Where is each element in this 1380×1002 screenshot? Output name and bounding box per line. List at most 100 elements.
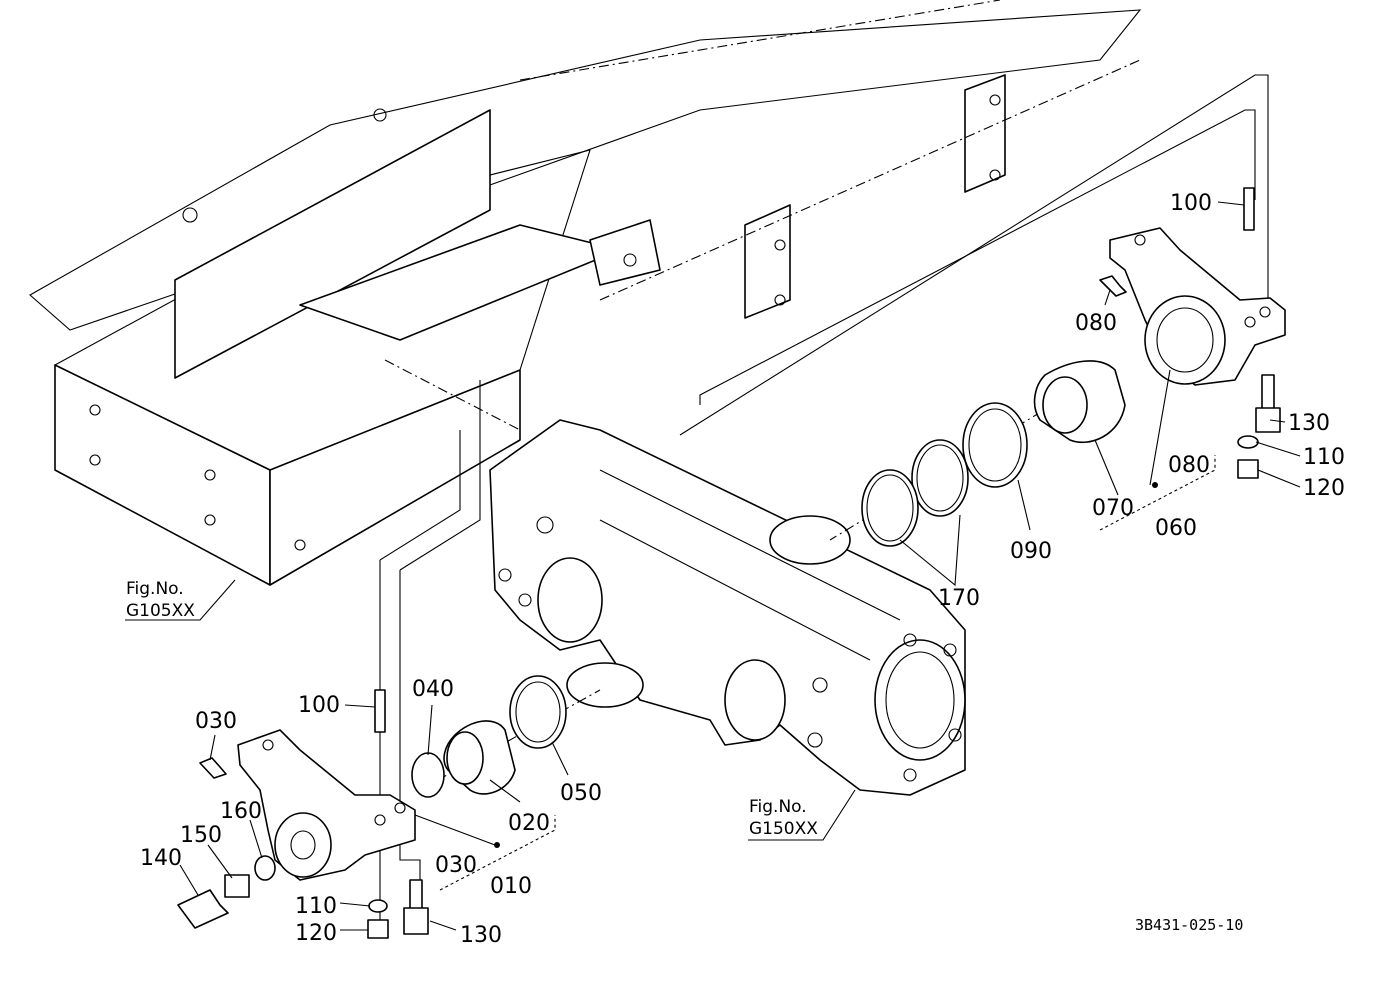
axle-housing-flange-hole <box>948 728 962 742</box>
leader-070 <box>1094 439 1119 496</box>
left-washer-110 <box>368 899 388 913</box>
frame-hole <box>989 94 1001 106</box>
left-plug-040 <box>411 752 445 798</box>
axle-housing-boss <box>536 516 554 534</box>
callout-160: 160 <box>220 799 262 824</box>
axle-housing-boss <box>807 732 823 748</box>
leader-150 <box>207 844 233 879</box>
leader-100-top <box>1217 201 1245 206</box>
axle-housing-flange-hole <box>903 633 917 647</box>
axle-housing-stub-top <box>769 515 851 565</box>
frame-bracket <box>589 219 661 286</box>
frame-hole <box>89 404 101 416</box>
frame-block-a <box>744 204 791 319</box>
frame-hole <box>182 207 198 223</box>
leader-100-left <box>344 704 376 708</box>
axle-housing-right-bore-inner <box>885 651 955 749</box>
frame-hole <box>204 514 216 526</box>
frame-hole <box>204 469 216 481</box>
leader-120-right <box>1257 469 1301 488</box>
fig-ref-g105-number: G105XX <box>126 601 195 621</box>
callouts: 100 080 130 110 120 080 070 060 090 170 … <box>140 191 1345 948</box>
callout-120-left: 120 <box>295 921 337 946</box>
right-shim-170-inner <box>866 474 914 542</box>
routing-line-f <box>399 380 481 571</box>
right-oil-seal-090 <box>962 402 1028 488</box>
right-bolt-130-head <box>1255 407 1281 433</box>
routing-line-b <box>699 109 1256 405</box>
callout-150: 150 <box>180 823 222 848</box>
callout-080-b: 080 <box>1168 453 1210 478</box>
right-assembly-dot <box>1152 482 1158 488</box>
right-nut-120 <box>1237 459 1259 479</box>
leader-160 <box>249 819 263 859</box>
left-bushing-020-face <box>446 731 484 785</box>
axle-housing-flange-hole <box>518 593 532 607</box>
leader-110-right <box>1255 441 1301 457</box>
frame-hole <box>989 169 1001 181</box>
leader-130-right <box>1269 419 1286 423</box>
leader-fig-g150 <box>748 789 856 841</box>
figure-references: Fig.No. G105XX Fig.No. G150XX <box>126 579 818 839</box>
right-support-hole <box>1259 306 1271 318</box>
axle-housing-body <box>489 419 966 796</box>
frame-centerline-c <box>384 359 521 431</box>
bracket-060 <box>1099 455 1216 531</box>
axle-housing-flange-hole <box>498 568 512 582</box>
frame-inner-wall <box>174 109 491 379</box>
frame-front-face <box>54 364 271 586</box>
callout-130-left: 130 <box>460 923 502 948</box>
leader-020 <box>489 779 521 803</box>
left-bolt-130-head <box>403 907 429 935</box>
right-shim-170 <box>911 439 969 517</box>
frame-side-face <box>269 369 521 586</box>
right-stud-100 <box>1243 187 1255 231</box>
routing-lines <box>379 74 1269 930</box>
leader-080-b <box>1149 369 1171 486</box>
left-oil-seal-050 <box>509 675 567 749</box>
left-support-hole <box>262 739 274 751</box>
leader-170 <box>899 514 961 587</box>
leader-fig-g105 <box>125 579 236 621</box>
left-seal-160 <box>254 855 276 881</box>
axle-housing-right-bore <box>874 639 966 761</box>
frame-block-b <box>964 74 1006 193</box>
leader-090 <box>1017 479 1031 531</box>
frame-centerline-a <box>519 0 1001 81</box>
left-support-hole <box>394 802 406 814</box>
right-bushing-070-face <box>1042 376 1088 434</box>
frame-hole <box>623 253 637 267</box>
right-washer-110 <box>1237 435 1259 449</box>
callout-120-right: 120 <box>1303 476 1345 501</box>
axle-housing-center-bore <box>724 659 786 741</box>
callout-040: 040 <box>412 677 454 702</box>
axle-housing-stub <box>566 662 644 708</box>
axle-housing-boss <box>812 677 828 693</box>
callout-020: 020 <box>508 811 550 836</box>
left-oil-seal-050-inner <box>515 681 561 743</box>
callout-110-left: 110 <box>295 894 337 919</box>
right-bolt-130-shank <box>1261 374 1275 411</box>
right-shim-170-inner <box>916 444 964 512</box>
left-support-bore-inner <box>290 830 316 860</box>
frame-hole <box>294 539 306 551</box>
frame-hole <box>774 239 786 251</box>
callout-140: 140 <box>140 846 182 871</box>
leader-080-a <box>1104 289 1111 306</box>
left-nut-120 <box>367 919 389 939</box>
fig-ref-g150-number: G150XX <box>749 819 818 839</box>
callout-090: 090 <box>1010 539 1052 564</box>
right-oil-seal-090-inner <box>968 408 1022 482</box>
right-shim-170 <box>861 469 919 547</box>
drawing-code: 3B431-025-10 <box>1135 916 1243 934</box>
leader-050 <box>551 741 569 776</box>
callout-010: 010 <box>490 874 532 899</box>
bracket-010 <box>439 815 556 891</box>
leader-030-b <box>414 814 496 846</box>
right-support-bore-inner <box>1156 307 1214 373</box>
fig-ref-g105-label: Fig.No. <box>126 579 184 599</box>
leader-lines <box>125 201 1301 931</box>
axle-housing-flange-hole <box>903 768 917 782</box>
callout-050: 050 <box>560 781 602 806</box>
